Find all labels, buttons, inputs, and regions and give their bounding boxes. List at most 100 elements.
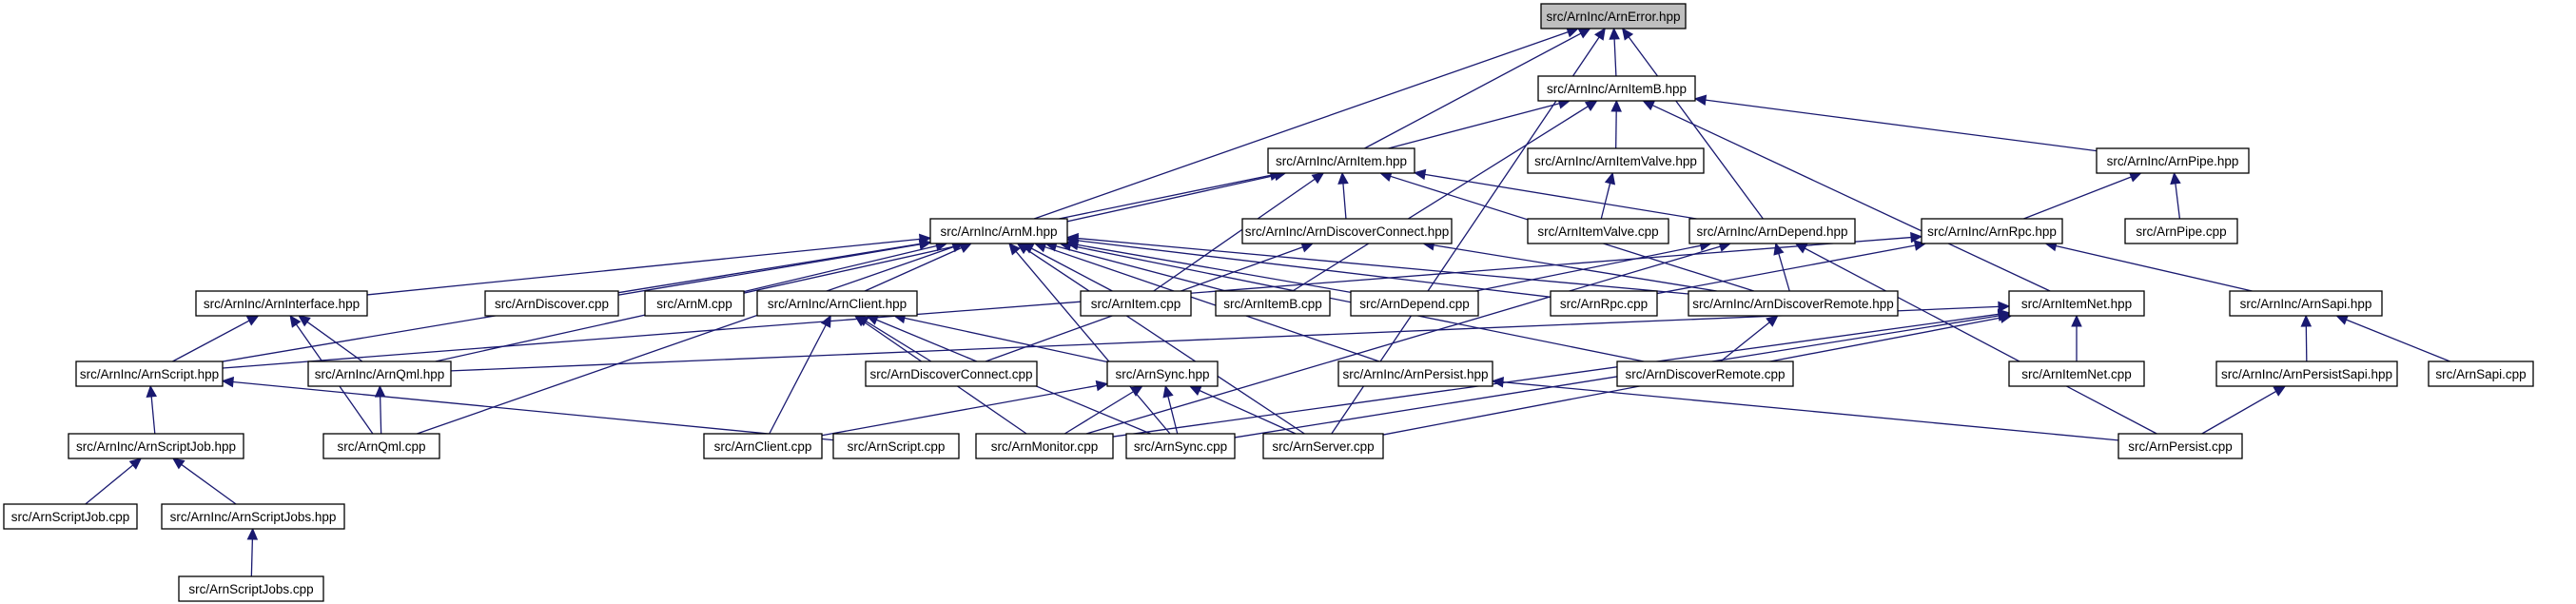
node-label: src/ArnPersist.cpp	[2128, 439, 2233, 454]
node-label: src/ArnInc/ArnPersistSapi.hpp	[2221, 367, 2392, 381]
graph-node-arnpipe-cpp: src/ArnPipe.cpp	[2124, 218, 2238, 244]
node-label: src/ArnInc/ArnClient.hpp	[768, 297, 907, 311]
edge-line	[769, 324, 827, 435]
node-box	[2008, 360, 2145, 387]
node-box	[1215, 290, 1331, 317]
node-label: src/ArnInc/ArnDiscoverRemote.hpp	[1692, 297, 1894, 311]
node-box	[1527, 147, 1705, 174]
edge-arnitemb-hpp-to-arnerror-hpp	[1609, 27, 1620, 77]
edge-line	[1292, 106, 1589, 292]
node-box	[484, 290, 619, 317]
edge-line	[1364, 32, 1582, 149]
node-label: src/ArnMonitor.cpp	[991, 439, 1099, 454]
edge-arnserver-cpp-to-arnm-hpp	[1016, 243, 1305, 435]
edge-arnscriptjobs-hpp-to-arnscriptjob-hpp	[171, 458, 237, 505]
graph-node-arnitemvalve-hpp: src/ArnInc/ArnItemValve.hpp	[1527, 147, 1705, 174]
edge-arnm-hpp-to-arnerror-hpp	[1033, 27, 1579, 220]
edge-line	[1613, 38, 1617, 77]
arrowhead-icon	[221, 376, 235, 388]
node-label: src/ArnSync.hpp	[1115, 367, 1209, 381]
node-label: src/ArnInc/ArnPipe.hpp	[2107, 154, 2239, 168]
arrowhead-icon	[374, 384, 386, 398]
edge-arndiscoverremote-cpp-to-arndiscoverremote-hpp	[1720, 315, 1779, 362]
node-box	[307, 360, 452, 387]
edge-arnsync-hpp-to-arnclient-hpp	[892, 312, 1108, 363]
edge-arnpersist-cpp-to-arnpersist-hpp	[1491, 376, 2119, 441]
edge-line	[1033, 31, 1569, 220]
graph-node-arnclient-hpp: src/ArnInc/ArnClient.hpp	[756, 290, 918, 317]
node-box	[1080, 290, 1192, 317]
edge-arnitemnet-cpp-to-arnitemnet-hpp	[2071, 314, 2082, 361]
edge-arnitemvalve-cpp-to-arnitemvalve-hpp	[1600, 171, 1616, 220]
graph-node-arndepend-cpp: src/ArnDepend.cpp	[1350, 290, 1479, 317]
node-label: src/ArnDiscover.cpp	[495, 297, 609, 311]
node-box	[2124, 218, 2238, 244]
edge-arndepend-hpp-to-arnitem-hpp	[1413, 168, 1697, 220]
edge-line	[821, 384, 1098, 437]
arrowhead-icon	[2335, 314, 2350, 325]
edge-line	[250, 538, 254, 577]
arrowhead-icon	[2071, 314, 2082, 327]
arrowhead-icon	[1773, 242, 1785, 256]
edge-arnscript-cpp-to-arnscript-hpp	[221, 376, 834, 441]
edge-line	[1652, 105, 2051, 292]
edge-line	[1077, 240, 1551, 298]
graph-node-arnrpc-hpp: src/ArnInc/ArnRpc.hpp	[1921, 218, 2063, 244]
edge-arnpersist-cpp-to-arndepend-hpp	[1794, 243, 2157, 435]
node-box	[68, 433, 244, 459]
node-box	[703, 433, 823, 459]
edge-line	[2346, 319, 2450, 362]
edge-arnqml-cpp-to-arnm-hpp	[417, 242, 965, 435]
edge-line	[232, 380, 834, 441]
arrowhead-icon	[1610, 99, 1622, 112]
arrowhead-icon	[1413, 168, 1427, 181]
edge-line	[1615, 110, 1617, 149]
node-label: src/ArnItemValve.cpp	[1537, 224, 1658, 239]
arrowhead-icon	[820, 314, 831, 328]
arrowhead-icon	[1621, 28, 1634, 41]
graph-node-arnscriptjobs-cpp: src/ArnScriptJobs.cpp	[178, 575, 324, 602]
arrowhead-icon	[1016, 243, 1030, 255]
arrowhead-icon	[1162, 384, 1174, 399]
edge-line	[2056, 244, 2253, 292]
node-label: src/ArnInc/ArnScriptJobs.hpp	[170, 510, 337, 524]
node-label: src/ArnInc/ArnItemB.hpp	[1547, 82, 1687, 96]
edge-line	[1705, 99, 2098, 152]
node-label: src/ArnM.cpp	[656, 297, 732, 311]
edge-line	[864, 246, 963, 292]
arrowhead-icon	[245, 315, 260, 326]
edge-arnrpc-cpp-to-arnrpc-hpp	[1656, 240, 1927, 295]
node-box	[1550, 290, 1658, 317]
node-box	[2096, 147, 2250, 174]
node-label: src/ArnQml.cpp	[337, 439, 425, 454]
node-box	[1241, 218, 1453, 244]
node-label: src/ArnDiscoverConnect.cpp	[869, 367, 1032, 381]
node-label: src/ArnSync.cpp	[1134, 439, 1227, 454]
edge-line	[617, 243, 921, 294]
graph-node-arnitemb-hpp: src/ArnInc/ArnItemB.hpp	[1537, 75, 1696, 102]
edge-line	[85, 464, 134, 505]
node-box	[322, 433, 440, 459]
node-label: src/ArnInc/ArnSapi.hpp	[2240, 297, 2372, 311]
arrowhead-icon	[2170, 171, 2181, 185]
edge-line	[1628, 36, 1764, 220]
node-box	[2428, 360, 2534, 387]
edge-line	[435, 174, 1276, 362]
arrowhead-icon	[1642, 100, 1656, 111]
edge-line	[181, 463, 237, 505]
arrowhead-icon	[2273, 385, 2287, 397]
edge-arnsapi-hpp-to-arnrpc-hpp	[2044, 240, 2253, 292]
node-label: src/ArnInc/ArnM.hpp	[940, 224, 1057, 239]
graph-node-arnerror-hpp: src/ArnInc/ArnError.hpp	[1540, 3, 1687, 29]
node-layer: src/ArnInc/ArnError.hpp src/ArnInc/ArnIte…	[3, 3, 2534, 602]
node-label: src/ArnRpc.cpp	[1560, 297, 1648, 311]
edge-line	[1199, 389, 1297, 435]
node-box	[929, 218, 1068, 244]
graph-node-arnitem-cpp: src/ArnItem.cpp	[1080, 290, 1192, 317]
node-label: src/ArnInc/ArnQml.hpp	[315, 367, 445, 381]
node-box	[2008, 290, 2145, 317]
edge-line	[1656, 244, 1916, 295]
edge-line	[1433, 244, 1717, 292]
edge-line	[1805, 247, 2157, 435]
edge-line	[150, 396, 156, 435]
